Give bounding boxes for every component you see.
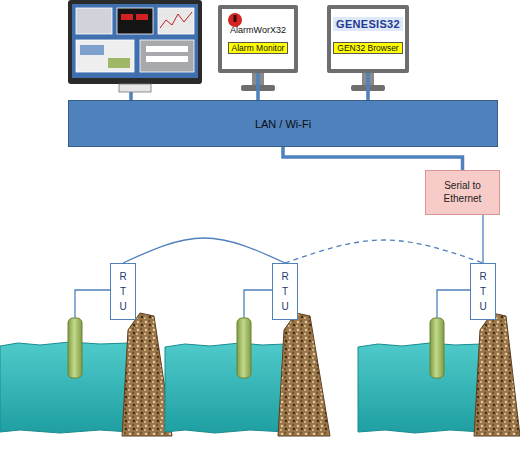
network-cable [129, 92, 133, 100]
reservoir [358, 313, 520, 436]
water-body [358, 343, 482, 433]
converter-box: Serial to Ethernet [425, 170, 500, 215]
screen-digits [136, 14, 148, 20]
radio-link [123, 238, 285, 263]
alarm-mark [234, 15, 237, 22]
dam-wall [474, 313, 520, 436]
workstation-monitor [68, 0, 202, 100]
serial-cable [482, 215, 483, 263]
screen-window [117, 8, 153, 34]
water-body [165, 343, 286, 433]
rtu-box: RTU [470, 263, 496, 320]
screen-label: Alarm Monitor [228, 42, 289, 54]
screen-digits [121, 14, 133, 20]
screen-panel [146, 56, 188, 62]
alarm-light [228, 13, 242, 27]
monitor-frame [68, 0, 202, 84]
screen-label: GEN32 Browser [333, 42, 402, 54]
network-label: LAN / Wi-Fi [255, 118, 311, 130]
screen-trend [160, 12, 192, 28]
sensor-probe [68, 318, 82, 378]
radio-link [285, 240, 483, 263]
water-body [0, 342, 130, 433]
sensor-wire [437, 290, 470, 318]
dam-wall [278, 313, 330, 436]
screen-panel [108, 58, 130, 68]
screen-window [76, 40, 134, 72]
monitor-screen: GENESIS32GEN32 Browser [327, 5, 409, 73]
sensor-probe [237, 318, 251, 378]
monitor-screen: AlarmWorX32Alarm Monitor [218, 5, 298, 73]
monitor-screen [72, 4, 198, 78]
screen-window [140, 40, 194, 72]
reservoir [165, 313, 330, 436]
monitor-stand [241, 73, 385, 91]
converter-label: Serial to Ethernet [429, 180, 496, 205]
rtu-label: RTU [280, 269, 290, 314]
sensor-wire [75, 290, 110, 318]
monitor-plate [119, 84, 151, 92]
app-logo: GENESIS32 [333, 17, 403, 31]
screen-window [76, 8, 112, 34]
sensor-wire [244, 290, 272, 318]
network-cable [283, 147, 463, 170]
app-name: AlarmWorX32 [230, 25, 286, 35]
screen-panel [80, 45, 104, 55]
screen-window [158, 8, 194, 34]
reservoir [0, 313, 172, 436]
sensor-probe [430, 318, 444, 378]
rtu-label: RTU [478, 269, 488, 314]
screen-panel [146, 46, 188, 52]
rtu-box: RTU [110, 263, 136, 320]
network-cable [256, 73, 260, 100]
rtu-label: RTU [118, 269, 128, 314]
rtu-box: RTU [272, 263, 298, 320]
network-cable [366, 73, 370, 100]
network-bus: LAN / Wi-Fi [68, 100, 498, 147]
